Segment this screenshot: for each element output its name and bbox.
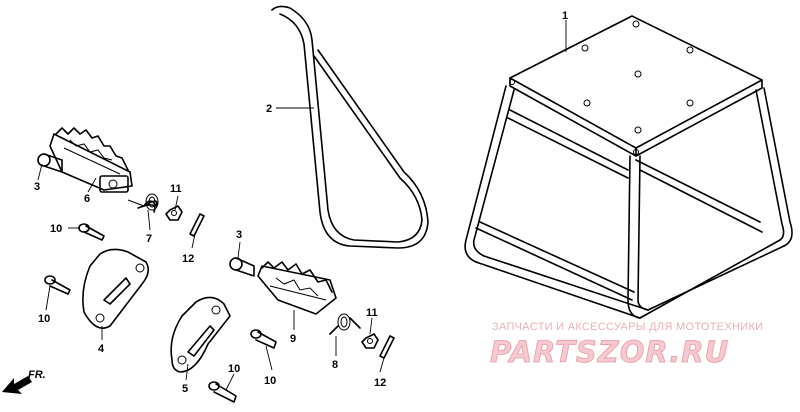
plate-bolt-icons: [509, 20, 694, 155]
callout-12: 12: [374, 377, 386, 389]
nut-icon: [165, 205, 183, 221]
callout-9: 9: [290, 333, 296, 345]
cotter-pin-icon: [379, 335, 395, 359]
bracket-icon: [170, 296, 231, 373]
callout-11: 11: [170, 183, 182, 195]
callout-5: 5: [182, 383, 188, 395]
front-direction-indicator: FR.: [2, 369, 46, 394]
leader-lines: [37, 20, 567, 391]
right-footpeg-assembly: [170, 257, 395, 403]
callout-10: 10: [228, 363, 240, 375]
bolt-icon: [44, 275, 71, 295]
bracket-icon: [82, 248, 150, 329]
direction-label: FR.: [28, 369, 46, 381]
left-footpeg-assembly: [37, 127, 205, 329]
bolt-icon: [208, 381, 237, 403]
callout-11: 11: [366, 307, 378, 319]
callout-3: 3: [236, 229, 242, 241]
pin-icon: [37, 153, 63, 173]
triangle-stand: [271, 5, 429, 249]
callout-1: 1: [562, 10, 568, 22]
callout-7: 7: [146, 233, 152, 245]
callout-2: 2: [266, 103, 272, 115]
watermark-logo: PARTSZOR.RU: [490, 335, 729, 369]
nut-icon: [361, 333, 379, 349]
callout-10: 10: [264, 375, 276, 387]
callout-4: 4: [98, 343, 105, 355]
callout-8: 8: [332, 359, 338, 371]
bike-stand: [464, 15, 793, 319]
pin-icon: [229, 257, 255, 277]
spring-icon: [127, 193, 159, 213]
bolt-icon: [78, 223, 105, 241]
spring-icon: [329, 313, 361, 335]
bolt-icon: [250, 329, 277, 349]
callout-12: 12: [182, 253, 194, 265]
watermark: ЗАПЧАСТИ И АКСЕССУАРЫ ДЛЯ МОТОТЕХНИКИ PA…: [490, 321, 763, 369]
cotter-pin-icon: [189, 213, 205, 237]
arrow-left-down-icon: [2, 376, 32, 394]
watermark-tagline: ЗАПЧАСТИ И АКСЕССУАРЫ ДЛЯ МОТОТЕХНИКИ: [492, 321, 763, 333]
callout-10: 10: [38, 313, 50, 325]
callout-3: 3: [34, 181, 40, 193]
callout-6: 6: [84, 193, 90, 205]
footpeg-icon: [49, 127, 133, 193]
footpeg-icon: [257, 261, 337, 315]
callout-10: 10: [50, 223, 62, 235]
callout-numbers: 1 2 3 6 7 11 12 10 10 4 3 9 8 11 12 5 10…: [34, 10, 568, 395]
